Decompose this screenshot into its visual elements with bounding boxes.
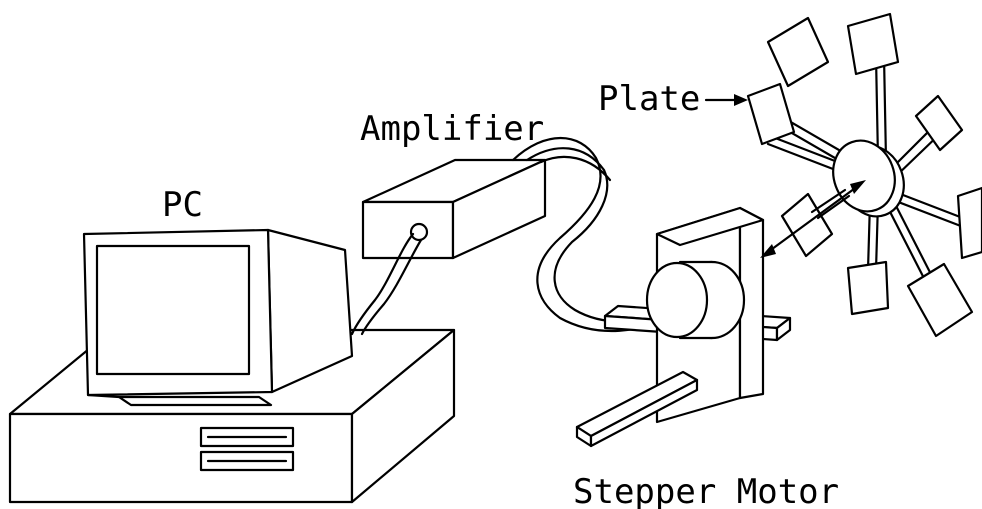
label-plate: Plate (598, 79, 700, 119)
monitor-stand (117, 395, 273, 407)
monitor-screen (95, 244, 251, 376)
plate-left (746, 82, 796, 146)
pc-amplifier-cable (350, 232, 423, 336)
plate-top-left (766, 16, 830, 88)
plate-upper-right (914, 94, 964, 152)
plate-wheel (746, 12, 982, 338)
label-stepper-motor: Stepper Motor (573, 472, 839, 509)
amplifier-jack (409, 222, 429, 242)
plate-right (956, 186, 982, 260)
plate-pointer-arrow (704, 94, 748, 106)
plate-front (780, 192, 834, 258)
pc-monitor (82, 228, 354, 407)
arrowhead-up-right (850, 180, 866, 194)
label-pc: PC (162, 185, 203, 225)
motor-shaft-face (645, 261, 709, 339)
motion-arrow (760, 180, 866, 258)
plate-bottom-right (906, 262, 974, 338)
label-amplifier: Amplifier (360, 109, 544, 149)
stepper-motor (575, 206, 792, 448)
amplifier (361, 158, 547, 260)
arrowhead-down-left (760, 244, 776, 258)
plate-bottom (846, 260, 890, 316)
pc-computer (8, 228, 456, 504)
plate-top (846, 12, 900, 76)
